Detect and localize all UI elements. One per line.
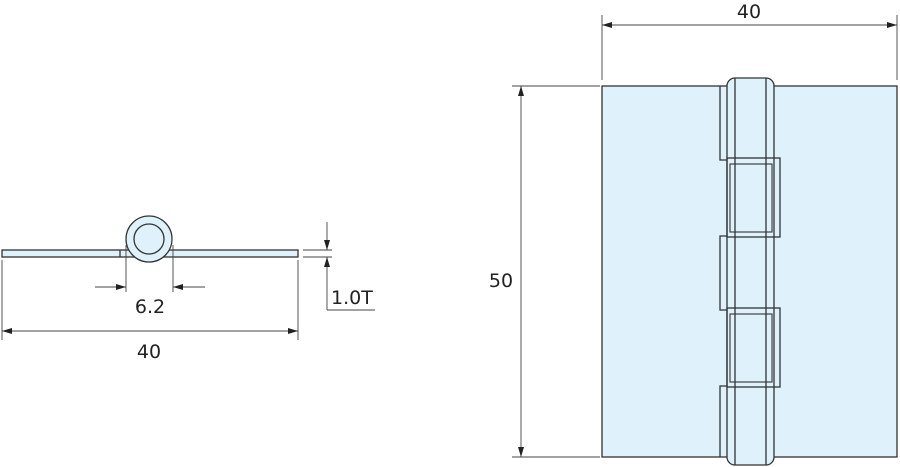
- side-width-label: 40: [137, 341, 161, 363]
- front-height-label: 50: [489, 270, 513, 292]
- front-view: 40 50: [489, 1, 898, 466]
- leaf-edge: [719, 86, 727, 161]
- knuckle-segment-inner: [729, 313, 773, 383]
- pin: [133, 223, 165, 255]
- front-width-label: 40: [737, 1, 761, 23]
- knuckle-segment-inner: [729, 163, 773, 233]
- pin-dimension-label: 6.2: [135, 296, 165, 318]
- leaf-edge: [719, 235, 727, 311]
- leaf-edge: [719, 385, 727, 457]
- thickness-label: 1.0T: [331, 287, 373, 309]
- side-view: 6.2 40 1.0T: [1, 215, 375, 363]
- knuckle: [726, 77, 775, 466]
- knuckle-segment: [726, 307, 781, 388]
- knuckle-segment: [726, 157, 781, 238]
